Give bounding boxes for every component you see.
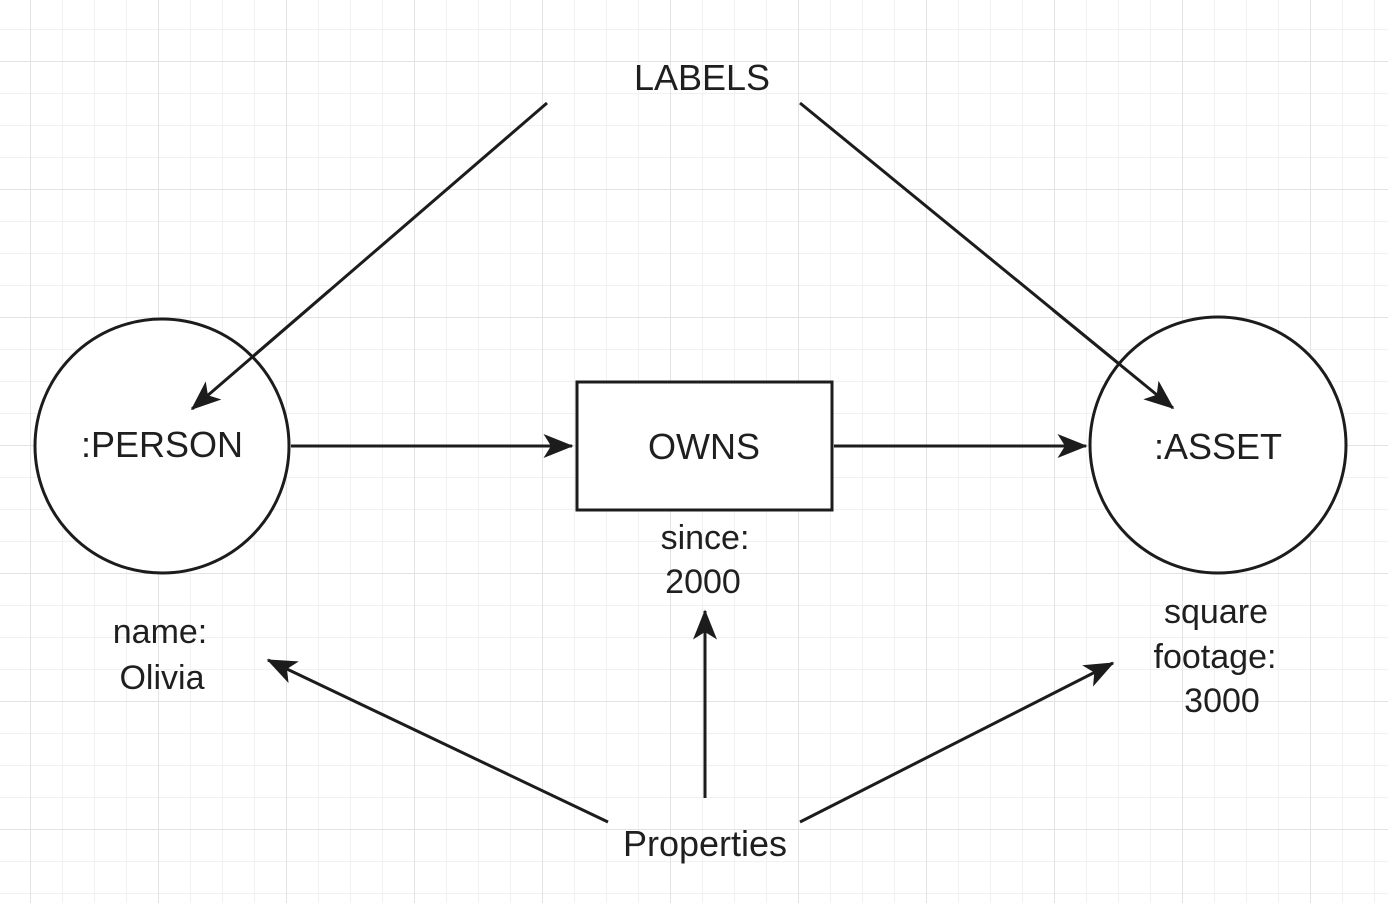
name-property-value: Olivia bbox=[119, 659, 204, 697]
square-footage-property-value: 3000 bbox=[1184, 682, 1260, 720]
arrow-properties-to-name bbox=[266, 658, 609, 824]
properties-annotation: Properties bbox=[623, 823, 787, 864]
person-node-circle bbox=[33, 317, 291, 575]
owns-relationship-box bbox=[575, 380, 834, 512]
owns-relationship-label: OWNS bbox=[648, 426, 760, 467]
labels-annotation: LABELS bbox=[634, 57, 770, 98]
since-property-key: since: bbox=[661, 519, 750, 557]
square-footage-property-line2: footage: bbox=[1154, 638, 1277, 676]
asset-node-label: :ASSET bbox=[1154, 426, 1282, 467]
since-property-value: 2000 bbox=[665, 563, 741, 601]
arrow-labels-to-person-tip bbox=[190, 288, 331, 411]
square-footage-property-line1: square bbox=[1164, 593, 1268, 631]
arrow-labels-to-asset-tip bbox=[1052, 308, 1175, 410]
person-node-label: :PERSON bbox=[81, 424, 243, 465]
name-property-key: name: bbox=[113, 613, 208, 651]
arrow-properties-to-footage bbox=[799, 661, 1115, 824]
